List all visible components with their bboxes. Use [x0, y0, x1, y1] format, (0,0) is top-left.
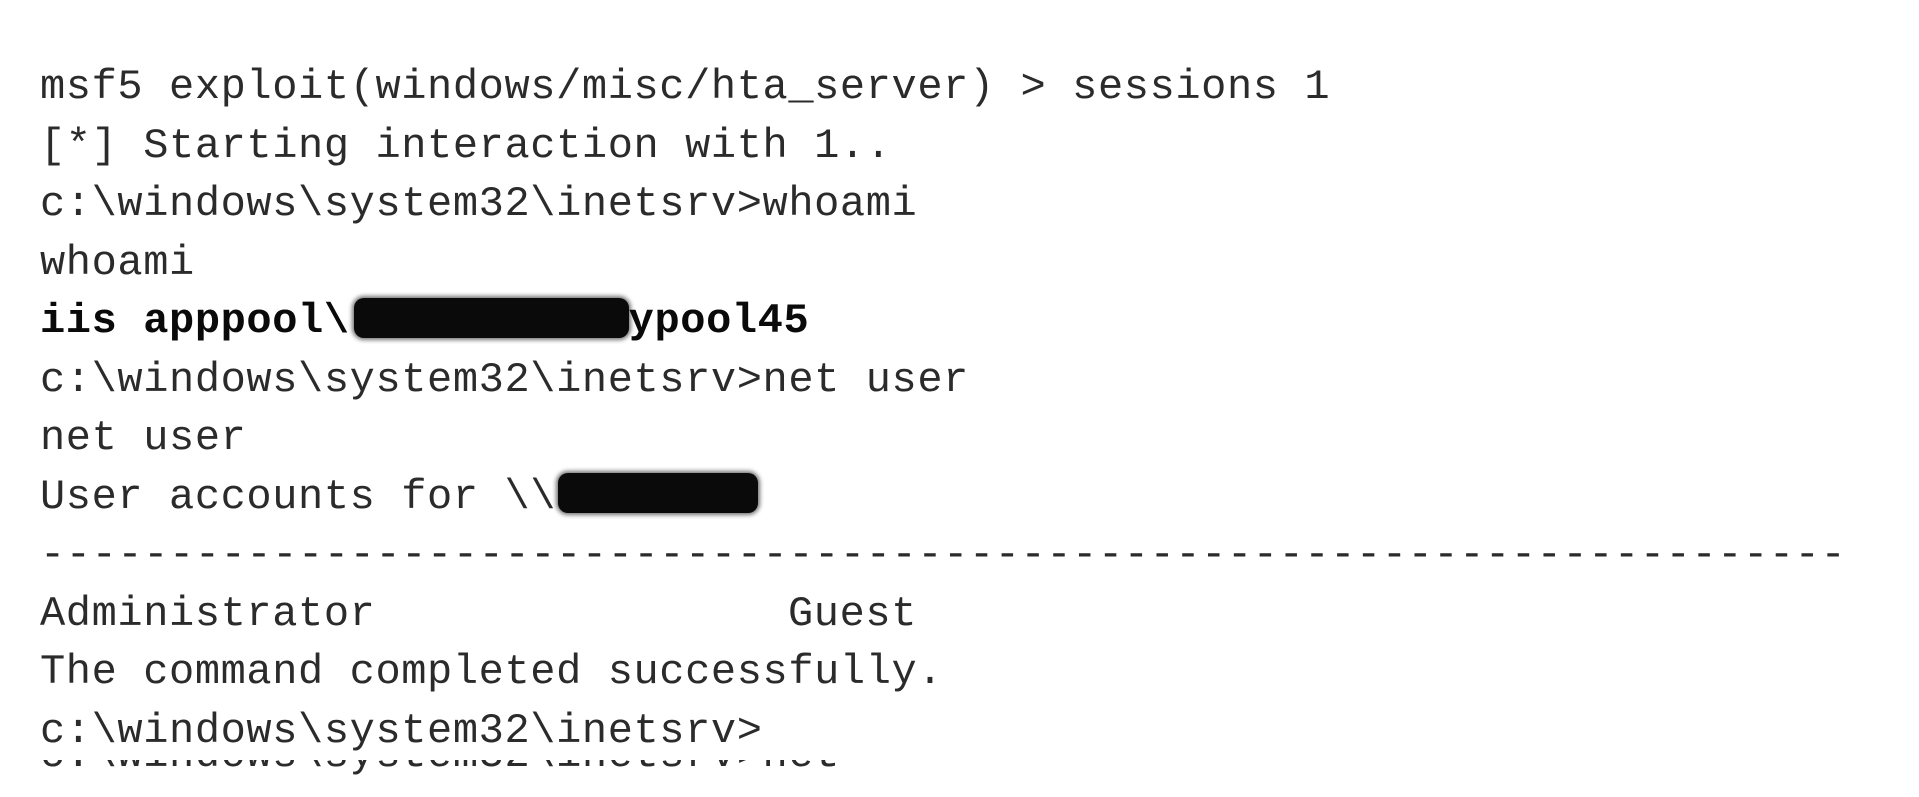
- echo-line-net-user: net user: [40, 414, 247, 462]
- output-line-completed: The command completed successfully.: [40, 648, 944, 696]
- partial-line-text: c:\windows\system32\inetsrv>net: [40, 760, 1919, 782]
- identity-suffix: ypool45: [628, 297, 810, 345]
- echo-line-whoami: whoami: [40, 238, 195, 287]
- output-line-identity: iis apppool\ ypool45: [40, 292, 1919, 351]
- separator-line: ----------------------------------------…: [40, 531, 1845, 579]
- command-line-net-user: c:\windows\system32\inetsrv>net user: [40, 355, 969, 404]
- identity-prefix: iis apppool\: [40, 297, 350, 345]
- output-line-user-accounts: User accounts for \\: [40, 468, 1919, 527]
- prompt-line[interactable]: c:\windows\system32\inetsrv>: [40, 706, 763, 755]
- command-line-sessions: msf5 exploit(windows/misc/hta_server) > …: [40, 63, 1331, 111]
- account-guest: Guest: [788, 589, 918, 638]
- accounts-row: Administrator Guest: [40, 585, 1919, 644]
- command-line-whoami: c:\windows\system32\inetsrv>whoami: [40, 180, 918, 228]
- partial-line-cutoff: c:\windows\system32\inetsrv>net: [40, 760, 1919, 782]
- account-administrator: Administrator: [40, 589, 376, 638]
- redaction-box-hostname: [558, 473, 759, 514]
- user-accounts-prefix: User accounts for \\: [40, 472, 557, 521]
- redaction-box-username: [353, 297, 629, 338]
- status-line-starting-interaction: [*] Starting interaction with 1..: [40, 121, 892, 170]
